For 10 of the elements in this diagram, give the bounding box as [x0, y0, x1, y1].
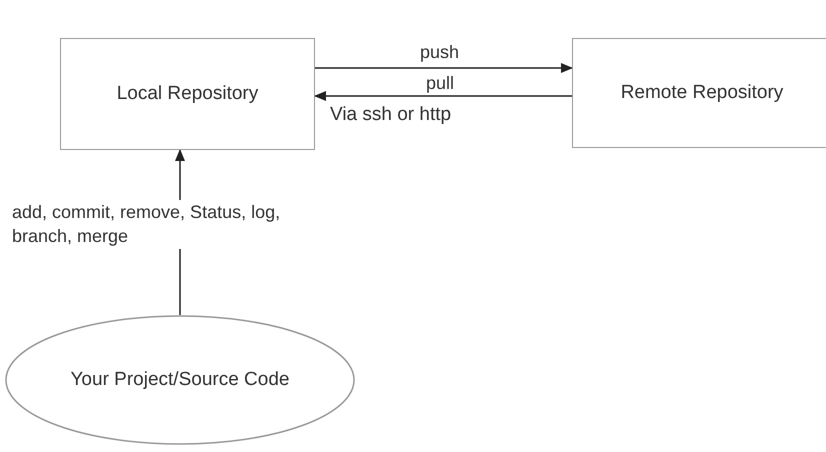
- repository-box: [572, 38, 826, 148]
- repository-box: [60, 38, 315, 150]
- arrow: [314, 91, 572, 101]
- node-label: Remote Repository: [620, 80, 784, 105]
- edge-label: push: [419, 41, 460, 64]
- edge-label: pull: [425, 72, 456, 95]
- node-label: Your Project/Source Code: [70, 368, 290, 392]
- note-text: Via ssh or http: [330, 104, 452, 126]
- arrow: [315, 63, 573, 73]
- node-label: Local Repository: [116, 82, 258, 106]
